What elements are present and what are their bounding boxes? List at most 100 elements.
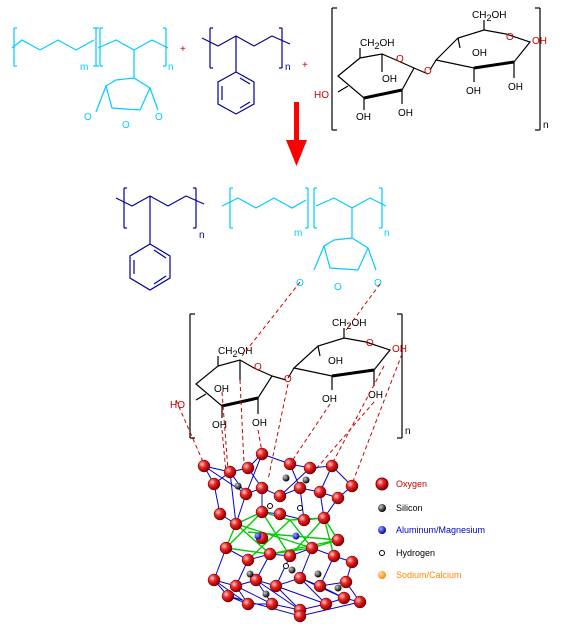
ch2oh-label: CH2OH [360, 38, 394, 51]
oxygen-atom [241, 461, 255, 475]
legend-item-hydrogen: Hydrogen [379, 548, 435, 558]
oxygen-atom [339, 575, 353, 589]
oxygen-atom [353, 595, 367, 609]
oxygen-atom [319, 597, 333, 611]
oxygen-atom [325, 459, 339, 473]
silicon-atom [314, 570, 322, 578]
legend-swatch-silicon [378, 504, 386, 512]
oxygen-atom [303, 461, 317, 475]
carbonyl-oxygen-label: O [155, 112, 163, 123]
oxygen-atom [221, 589, 235, 603]
oxygen-atom [219, 541, 233, 555]
hydroxyl-left-label: HO [170, 400, 185, 411]
legend-item-silicon: Silicon [378, 503, 423, 513]
repeat-n-label: n [384, 228, 390, 239]
silicon-atom [334, 584, 342, 592]
legend-item-aluminum-magnesium: Aluminum/Magnesium [378, 525, 485, 535]
oxygen-atom [197, 459, 211, 473]
hydroxyl-label: OH [212, 420, 227, 431]
oxygen-atom [255, 447, 269, 461]
hydrogen-atom [267, 503, 273, 509]
legend-label: Silicon [396, 503, 423, 513]
oxygen-atom [345, 555, 359, 569]
cellulose-reactant-labels: CH2OH O OH HO OH OH O CH2OH O OH OH OH O… [314, 10, 547, 123]
legend-swatch-aluminum-magnesium [378, 526, 386, 534]
ring-oxygen-label: O [334, 282, 342, 293]
oxygen-atom [263, 547, 277, 561]
maleic-anhydride-copolymer-reactant [11, 27, 169, 113]
oxygen-atom [241, 553, 255, 567]
hydroxyl-label: OH [508, 82, 523, 93]
hydroxyl-label: OH [472, 48, 487, 59]
aluminum-magnesium-atom [292, 532, 300, 540]
legend-label: Sodium/Calcium [396, 570, 462, 580]
cellulose-reactant [331, 7, 541, 131]
hydroxyl-left-label: HO [314, 90, 329, 101]
carbonyl-oxygen-label: O [296, 278, 304, 289]
legend-swatch-hydrogen [379, 550, 385, 556]
silicon-atom [282, 474, 290, 482]
oxygen-atom [213, 507, 227, 521]
oxygen-atom [223, 465, 237, 479]
ring-oxygen-label: O [254, 362, 262, 373]
oxygen-atom [273, 489, 287, 503]
oxygen-atom [255, 481, 269, 495]
hydroxyl-label: OH [214, 384, 229, 395]
oxygen-atom [345, 479, 359, 493]
hydroxyl-label: OH [532, 36, 547, 47]
silicon-atom [288, 566, 296, 574]
hydroxyl-label: OH [398, 108, 413, 119]
hydroxyl-label: OH [328, 356, 343, 367]
hydrogen-atom [283, 563, 289, 569]
bridge-oxygen-label: O [284, 374, 292, 385]
oxygen-atom [331, 533, 345, 547]
legend-item-oxygen: Oxygen [375, 477, 427, 491]
oxygen-atom [337, 591, 351, 605]
polystyrene-product [115, 187, 205, 291]
polystyrene-reactant [201, 27, 291, 115]
bridge-oxygen-label: O [424, 66, 432, 77]
oxygen-atom [207, 477, 221, 491]
silicon-atom [246, 570, 254, 578]
oxygen-atom [229, 517, 243, 531]
carbonyl-oxygen-label: O [374, 278, 382, 289]
ring-oxygen-label: O [506, 32, 514, 43]
oxygen-atom [249, 573, 263, 587]
oxygen-atom [255, 505, 269, 519]
repeat-n-label: n [405, 426, 411, 437]
cellulose-product [189, 313, 403, 439]
oxygen-atom [331, 491, 345, 505]
oxygen-atom [229, 579, 243, 593]
oxygen-atom [293, 609, 307, 623]
hydroxyl-label: OH [252, 418, 267, 429]
aluminum-magnesium-atom [254, 532, 262, 540]
oxygen-atom [313, 485, 327, 499]
oxygen-atom [283, 457, 297, 471]
ch2oh-label: CH2OH [218, 346, 252, 359]
oxygen-atom [239, 487, 253, 501]
hydroxyl-label: OH [356, 112, 371, 123]
reaction-arrow [286, 102, 307, 166]
oxygen-atom [273, 507, 287, 521]
repeat-m-label: m [294, 228, 302, 239]
hydroxyl-label: OH [392, 344, 407, 355]
oxygen-atom [305, 541, 319, 555]
hydrogen-bond-lines [175, 281, 403, 485]
oxygen-atom [207, 573, 221, 587]
oxygen-atom [269, 579, 283, 593]
oxygen-atom [297, 513, 311, 527]
legend-label: Hydrogen [396, 548, 435, 558]
ch2oh-label: CH2OH [332, 318, 366, 331]
ring-oxygen-label: O [366, 338, 374, 349]
repeat-n-label: n [543, 120, 549, 131]
ch2oh-label: CH2OH [472, 10, 506, 23]
lattice-atoms [197, 447, 367, 623]
plus-sign: + [302, 60, 308, 71]
legend-label: Oxygen [396, 479, 427, 489]
silicon-atom [302, 476, 310, 484]
legend-label: Aluminum/Magnesium [396, 525, 485, 535]
plus-sign: + [180, 44, 186, 55]
oxygen-atom [265, 597, 279, 611]
oxygen-atom [317, 511, 331, 525]
